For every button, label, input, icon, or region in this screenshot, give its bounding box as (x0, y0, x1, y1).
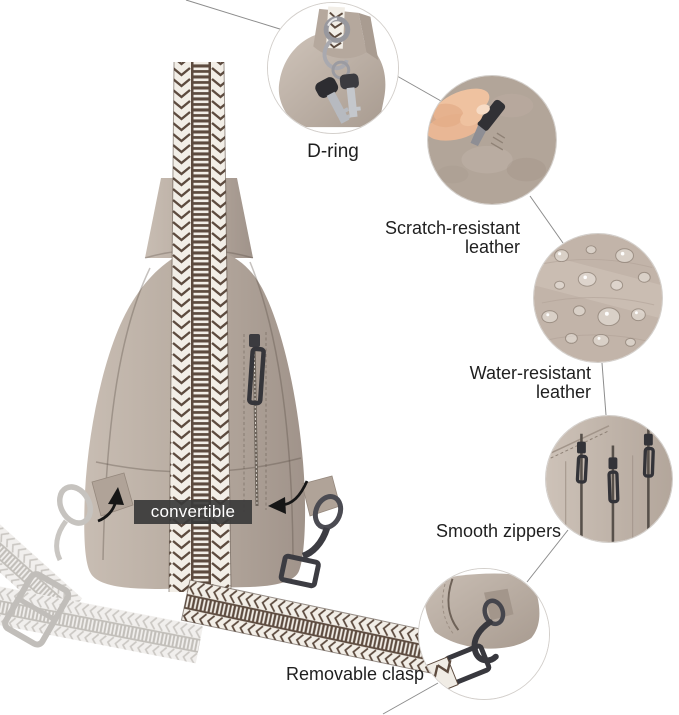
ghost-strap (0, 508, 204, 664)
leader-line-clasp-bottom (382, 682, 439, 715)
zipper-slider (249, 334, 260, 347)
callout-label-removable-clasp: Removable clasp (286, 664, 425, 684)
right-strap-attachment (278, 475, 344, 589)
crossbody-strap (180, 579, 447, 676)
leader-line-zippers (601, 362, 607, 416)
leader-line-clasp-top (526, 529, 569, 583)
callout-label-d-ring: D-ring (307, 141, 359, 162)
left-d-ring-hardware (57, 484, 93, 526)
callout-photo-d-ring (267, 2, 399, 134)
leader-line-dring (185, 0, 284, 31)
callout-label-line: Scratch-resistant (384, 218, 520, 238)
callout-photo-scratch-resistant (427, 75, 557, 205)
callout-photo-water-resistant (533, 233, 663, 363)
leader-line-scratch (396, 75, 442, 102)
right-ring-hardware (312, 493, 344, 531)
hand-holding-key (428, 88, 506, 147)
convert-arrows (97, 480, 309, 523)
water-droplets (541, 245, 651, 347)
leader-line-water (529, 195, 564, 244)
left-strap-attachment (54, 472, 134, 562)
callout-label-scratch-resistant: Scratch-resistant leather (385, 219, 520, 257)
keys (315, 77, 351, 124)
callout-label-smooth-zippers: Smooth zippers (436, 521, 562, 541)
callout-label-line: leather (535, 382, 591, 402)
callout-label-line: Water-resistant (469, 363, 591, 383)
snap-hook-hardware (471, 619, 499, 664)
zipper-pull (247, 346, 266, 406)
callout-photo-smooth-zippers (545, 415, 673, 543)
right-snap-hook (301, 526, 331, 560)
callout-label-line: leather (464, 237, 520, 257)
front-zipper (243, 332, 267, 512)
sling-bag-illustration (0, 61, 447, 676)
convertible-badge-label: convertible (150, 502, 236, 521)
ghost-slider-buckle (2, 571, 72, 648)
convertible-badge: convertible (134, 500, 252, 524)
zipper-pulls (575, 425, 655, 542)
callout-label-water-resistant: Water-resistant leather (470, 364, 591, 402)
callout-photo-removable-clasp (418, 568, 550, 700)
carabiner-hardware (322, 39, 349, 71)
